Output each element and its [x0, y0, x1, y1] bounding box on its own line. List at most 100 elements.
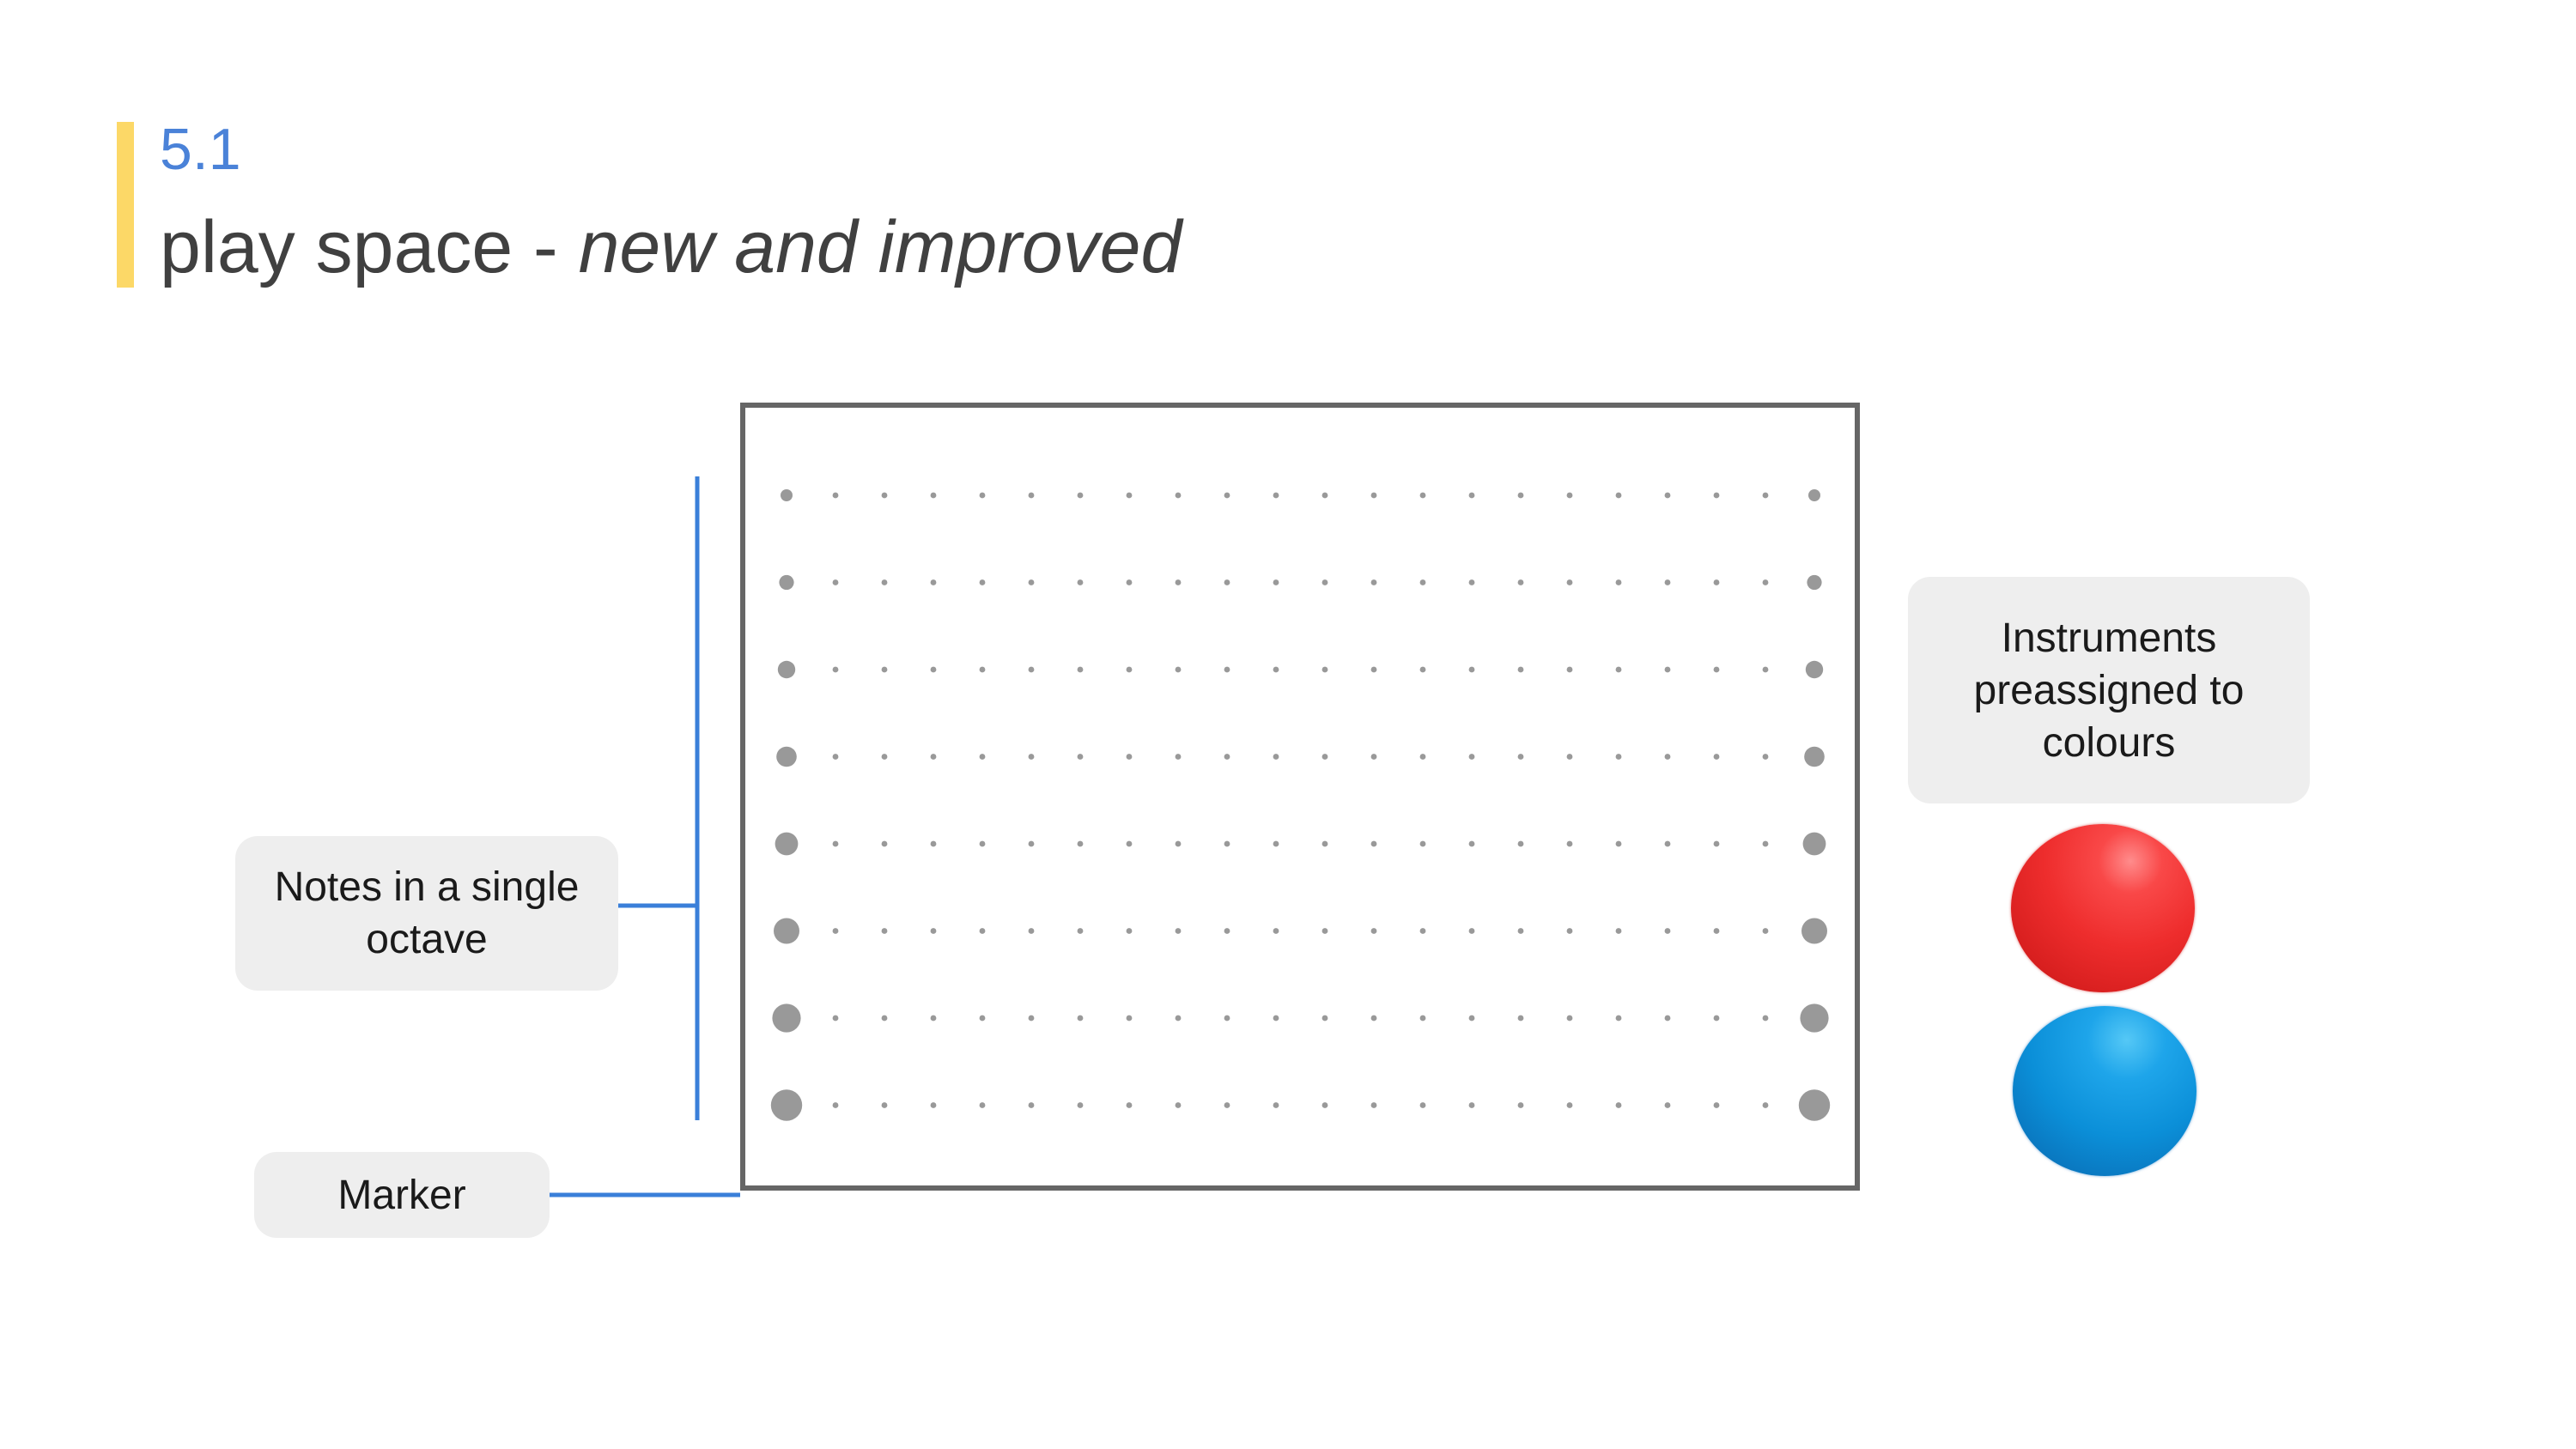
note-dot	[1664, 840, 1671, 847]
note-dot	[1077, 840, 1084, 847]
edge-note-dot	[770, 1089, 803, 1121]
blue-ball	[2013, 1006, 2196, 1176]
note-dot	[1224, 928, 1230, 934]
title-italic: new and improved	[578, 206, 1182, 288]
note-dot	[1321, 1015, 1328, 1022]
note-dot	[1321, 1102, 1328, 1108]
note-dot	[979, 754, 986, 760]
note-dot	[881, 1015, 888, 1022]
note-dot	[1126, 492, 1133, 499]
note-dot	[832, 840, 839, 847]
edge-note-dot	[777, 660, 796, 679]
note-dot	[1419, 1102, 1426, 1108]
note-dot	[1762, 1015, 1769, 1022]
note-dot	[1664, 579, 1671, 585]
slide-title: play space - new and improved	[160, 204, 1182, 290]
note-dot	[1273, 928, 1279, 934]
note-dot	[1664, 1015, 1671, 1022]
note-dot	[1664, 754, 1671, 760]
edge-note-dot	[1801, 918, 1827, 944]
note-dot	[832, 1102, 839, 1108]
note-dot	[930, 666, 937, 673]
note-dot	[1028, 666, 1035, 673]
note-dot	[1273, 1015, 1279, 1022]
marker-callout-text: Marker	[337, 1172, 466, 1218]
note-dot	[1175, 928, 1182, 934]
note-dot	[1762, 1102, 1769, 1108]
note-dot	[1468, 928, 1475, 934]
note-dot	[881, 754, 888, 760]
instruments-callout-text: Instruments preassigned to colours	[1973, 615, 2245, 766]
note-dot	[1224, 840, 1230, 847]
note-dot	[1517, 492, 1524, 499]
note-dot	[1370, 754, 1377, 760]
note-dot	[1175, 754, 1182, 760]
note-dot	[1713, 840, 1720, 847]
edge-note-dot	[776, 746, 797, 767]
note-dot	[1273, 840, 1279, 847]
note-dot	[1713, 579, 1720, 585]
note-dot	[930, 840, 937, 847]
note-dot	[832, 1015, 839, 1022]
note-dot	[1566, 666, 1573, 673]
note-dot	[1321, 492, 1328, 499]
note-dot	[1468, 492, 1475, 499]
note-dot	[1664, 492, 1671, 499]
note-dot	[1175, 579, 1182, 585]
note-dot	[1517, 579, 1524, 585]
note-dot	[1077, 579, 1084, 585]
note-dot	[930, 928, 937, 934]
note-dot	[1468, 840, 1475, 847]
note-dot	[881, 492, 888, 499]
note-dot	[832, 754, 839, 760]
note-dot	[1370, 1102, 1377, 1108]
note-dot	[979, 840, 986, 847]
note-dot	[1077, 1015, 1084, 1022]
note-dot	[1713, 492, 1720, 499]
note-dot	[1028, 492, 1035, 499]
note-dot	[979, 579, 986, 585]
note-dot	[1370, 928, 1377, 934]
note-dot	[1468, 666, 1475, 673]
note-dot	[1615, 840, 1622, 847]
note-dot	[1224, 579, 1230, 585]
note-dot	[1419, 840, 1426, 847]
note-dot	[1615, 492, 1622, 499]
title-plain: play space -	[160, 206, 579, 288]
note-dot	[1077, 666, 1084, 673]
note-dot	[1762, 492, 1769, 499]
note-dot	[1419, 928, 1426, 934]
note-dot	[832, 666, 839, 673]
note-dot	[979, 928, 986, 934]
note-dot	[930, 1015, 937, 1022]
note-dot	[1762, 928, 1769, 934]
note-dot	[1713, 928, 1720, 934]
note-dot	[1273, 754, 1279, 760]
edge-note-dot	[772, 1003, 801, 1033]
note-dot	[1762, 666, 1769, 673]
note-dot	[930, 1102, 937, 1108]
note-dot	[1419, 1015, 1426, 1022]
note-dot	[1028, 840, 1035, 847]
note-dot	[1126, 754, 1133, 760]
note-dot	[1224, 1015, 1230, 1022]
note-dot	[1175, 840, 1182, 847]
note-dot	[1517, 928, 1524, 934]
note-dot	[1713, 754, 1720, 760]
note-dot	[1175, 1102, 1182, 1108]
note-dot	[1321, 579, 1328, 585]
note-dot	[881, 666, 888, 673]
note-dot	[1762, 579, 1769, 585]
edge-note-dot	[1802, 832, 1826, 856]
note-dot	[1321, 666, 1328, 673]
note-dot	[1224, 754, 1230, 760]
note-dot	[1370, 492, 1377, 499]
note-dot	[1077, 492, 1084, 499]
note-dot	[1762, 754, 1769, 760]
note-dot	[881, 840, 888, 847]
note-dot	[1126, 1015, 1133, 1022]
note-dot	[1273, 492, 1279, 499]
note-dot	[1224, 492, 1230, 499]
note-dot	[1566, 840, 1573, 847]
note-dot	[1321, 928, 1328, 934]
